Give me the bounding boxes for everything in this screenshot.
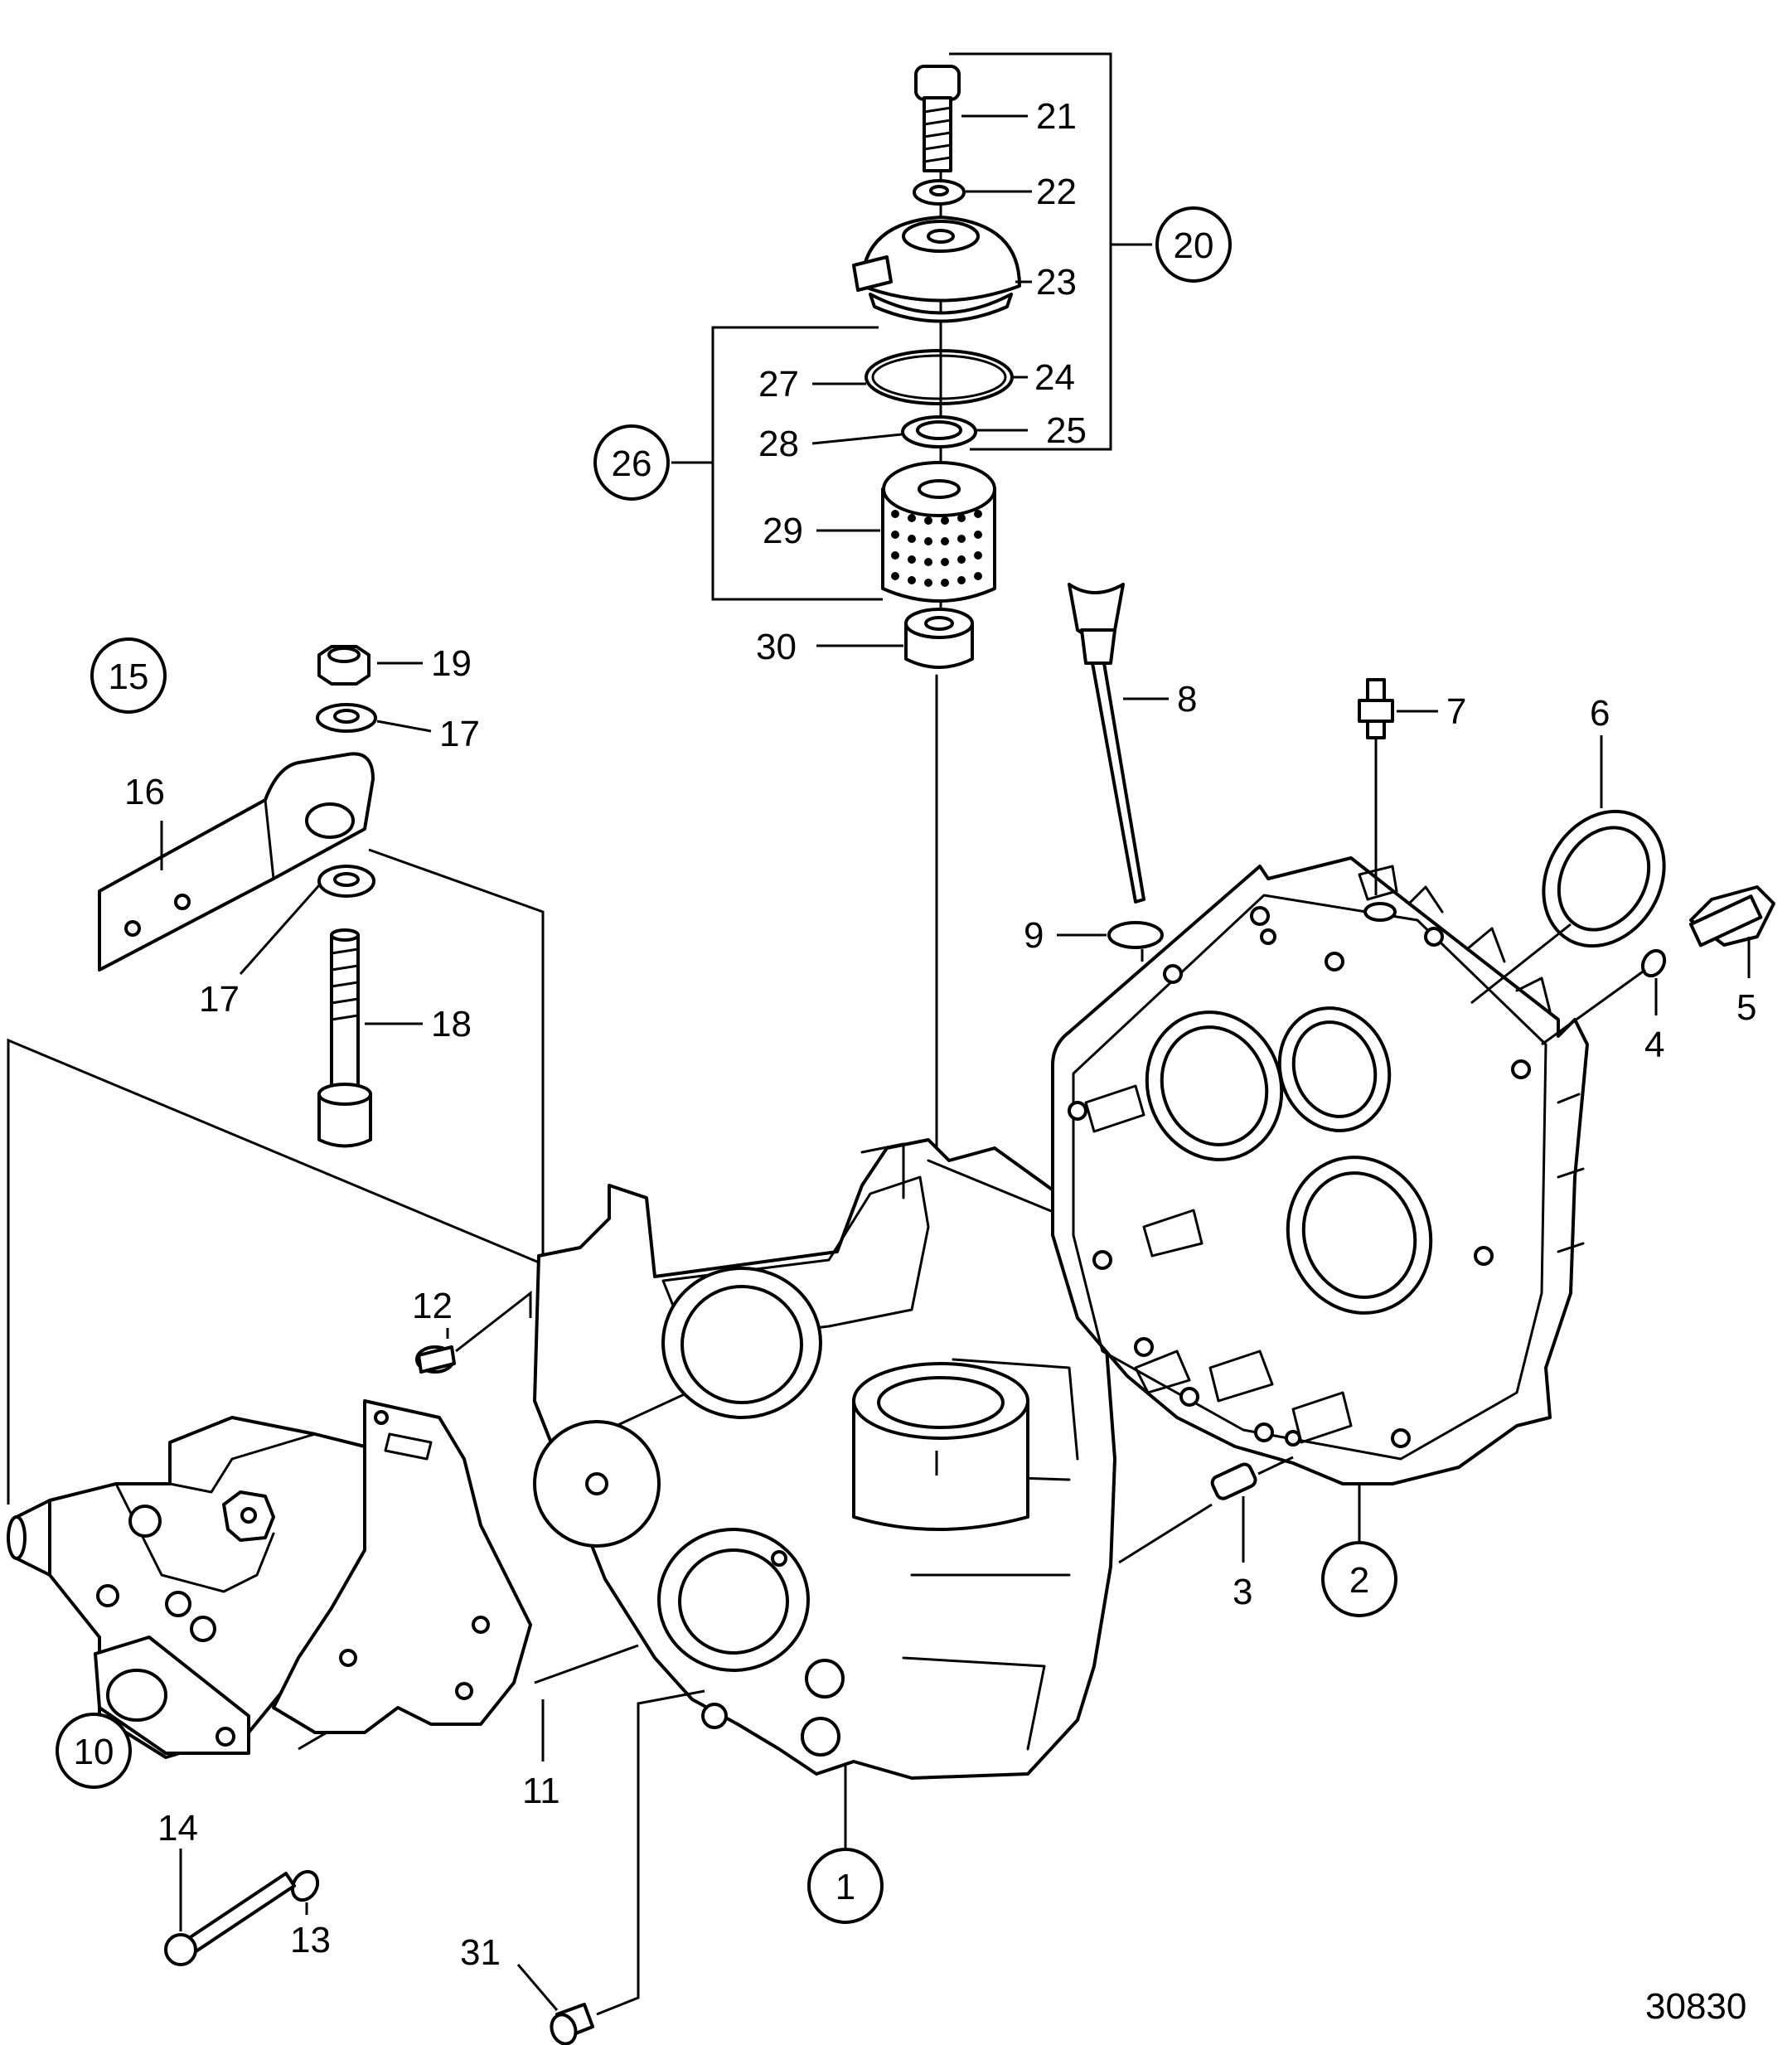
gasket-11	[272, 1399, 639, 1762]
housing-bore-bottom	[657, 1528, 810, 1672]
callout-1: 1	[835, 1867, 855, 1907]
label-21: 21	[1036, 96, 1077, 137]
seal-25-28	[901, 415, 977, 448]
spacer-30	[904, 608, 974, 669]
part-labels: 21 22 23 24 25 27 28 29 30 19 17 16 17 1…	[124, 96, 1756, 2027]
housing-bore-top	[661, 1267, 822, 1419]
washer-17-top	[316, 703, 377, 733]
label-29: 29	[763, 511, 803, 551]
bracket-plate-16	[98, 752, 375, 972]
callout-15: 15	[109, 657, 149, 697]
label-30: 30	[756, 627, 797, 667]
dipstick-8	[1068, 583, 1169, 904]
o-ring-9	[1057, 921, 1164, 962]
label-8: 8	[1177, 679, 1197, 720]
label-19: 19	[431, 643, 472, 684]
dowel-pin-3	[1118, 1456, 1294, 1564]
housing-1	[533, 1138, 1116, 1849]
callout-2: 2	[1349, 1560, 1369, 1601]
housing-oil-tower	[852, 1362, 1029, 1531]
label-25: 25	[1046, 410, 1087, 451]
bolt-5	[1689, 885, 1775, 978]
filter-assembly	[671, 52, 1152, 1452]
cover-bore-1	[1145, 1010, 1284, 1161]
label-18: 18	[431, 1004, 472, 1044]
label-9: 9	[1024, 915, 1044, 956]
filter-cover-23	[852, 216, 1021, 323]
label-7: 7	[1446, 691, 1466, 732]
cover-2	[1051, 856, 1589, 1542]
cover-bore-3	[1286, 1156, 1433, 1315]
callout-10: 10	[74, 1732, 114, 1772]
assembly-callouts: 20 26 15 2 10 1	[56, 206, 1397, 1924]
label-17a: 17	[439, 714, 480, 754]
bolt-14	[164, 1849, 296, 1966]
label-16: 16	[124, 772, 165, 812]
screw-21	[914, 65, 961, 172]
label-14: 14	[157, 1808, 198, 1849]
label-31: 31	[460, 1932, 501, 1973]
label-17b: 17	[199, 979, 240, 1020]
bolt-18	[317, 928, 372, 1148]
label-27: 27	[758, 364, 799, 405]
label-3: 3	[1233, 1572, 1252, 1612]
label-22: 22	[1036, 172, 1077, 212]
washer-13	[290, 1869, 320, 1915]
nut-19	[317, 645, 371, 686]
washer-22	[913, 179, 966, 206]
fitting-7	[1358, 678, 1438, 922]
washer-17-bottom	[317, 865, 375, 898]
callout-20: 20	[1174, 225, 1214, 266]
housing-cover-plate	[533, 1420, 661, 1548]
label-28: 28	[758, 424, 799, 464]
oil-seal-6	[1470, 735, 1666, 1005]
o-ring-24	[865, 349, 1014, 405]
washer-4	[1541, 948, 1667, 1046]
pump-sensor	[222, 1490, 275, 1542]
label-4: 4	[1644, 1025, 1664, 1065]
drawing-number: 30830	[1645, 1986, 1746, 2027]
label-6: 6	[1590, 693, 1610, 734]
filter-element-29	[881, 461, 996, 603]
label-13: 13	[290, 1920, 331, 1960]
callout-26: 26	[612, 443, 652, 484]
plug-31	[516, 1689, 705, 2045]
cover-bore-2	[1277, 1006, 1392, 1132]
plug-12	[415, 1290, 532, 1374]
label-24: 24	[1034, 357, 1075, 398]
label-5: 5	[1736, 987, 1756, 1028]
label-23: 23	[1036, 262, 1077, 303]
label-12: 12	[412, 1286, 453, 1326]
label-11: 11	[522, 1771, 560, 1811]
bracket-group	[7, 645, 545, 1505]
